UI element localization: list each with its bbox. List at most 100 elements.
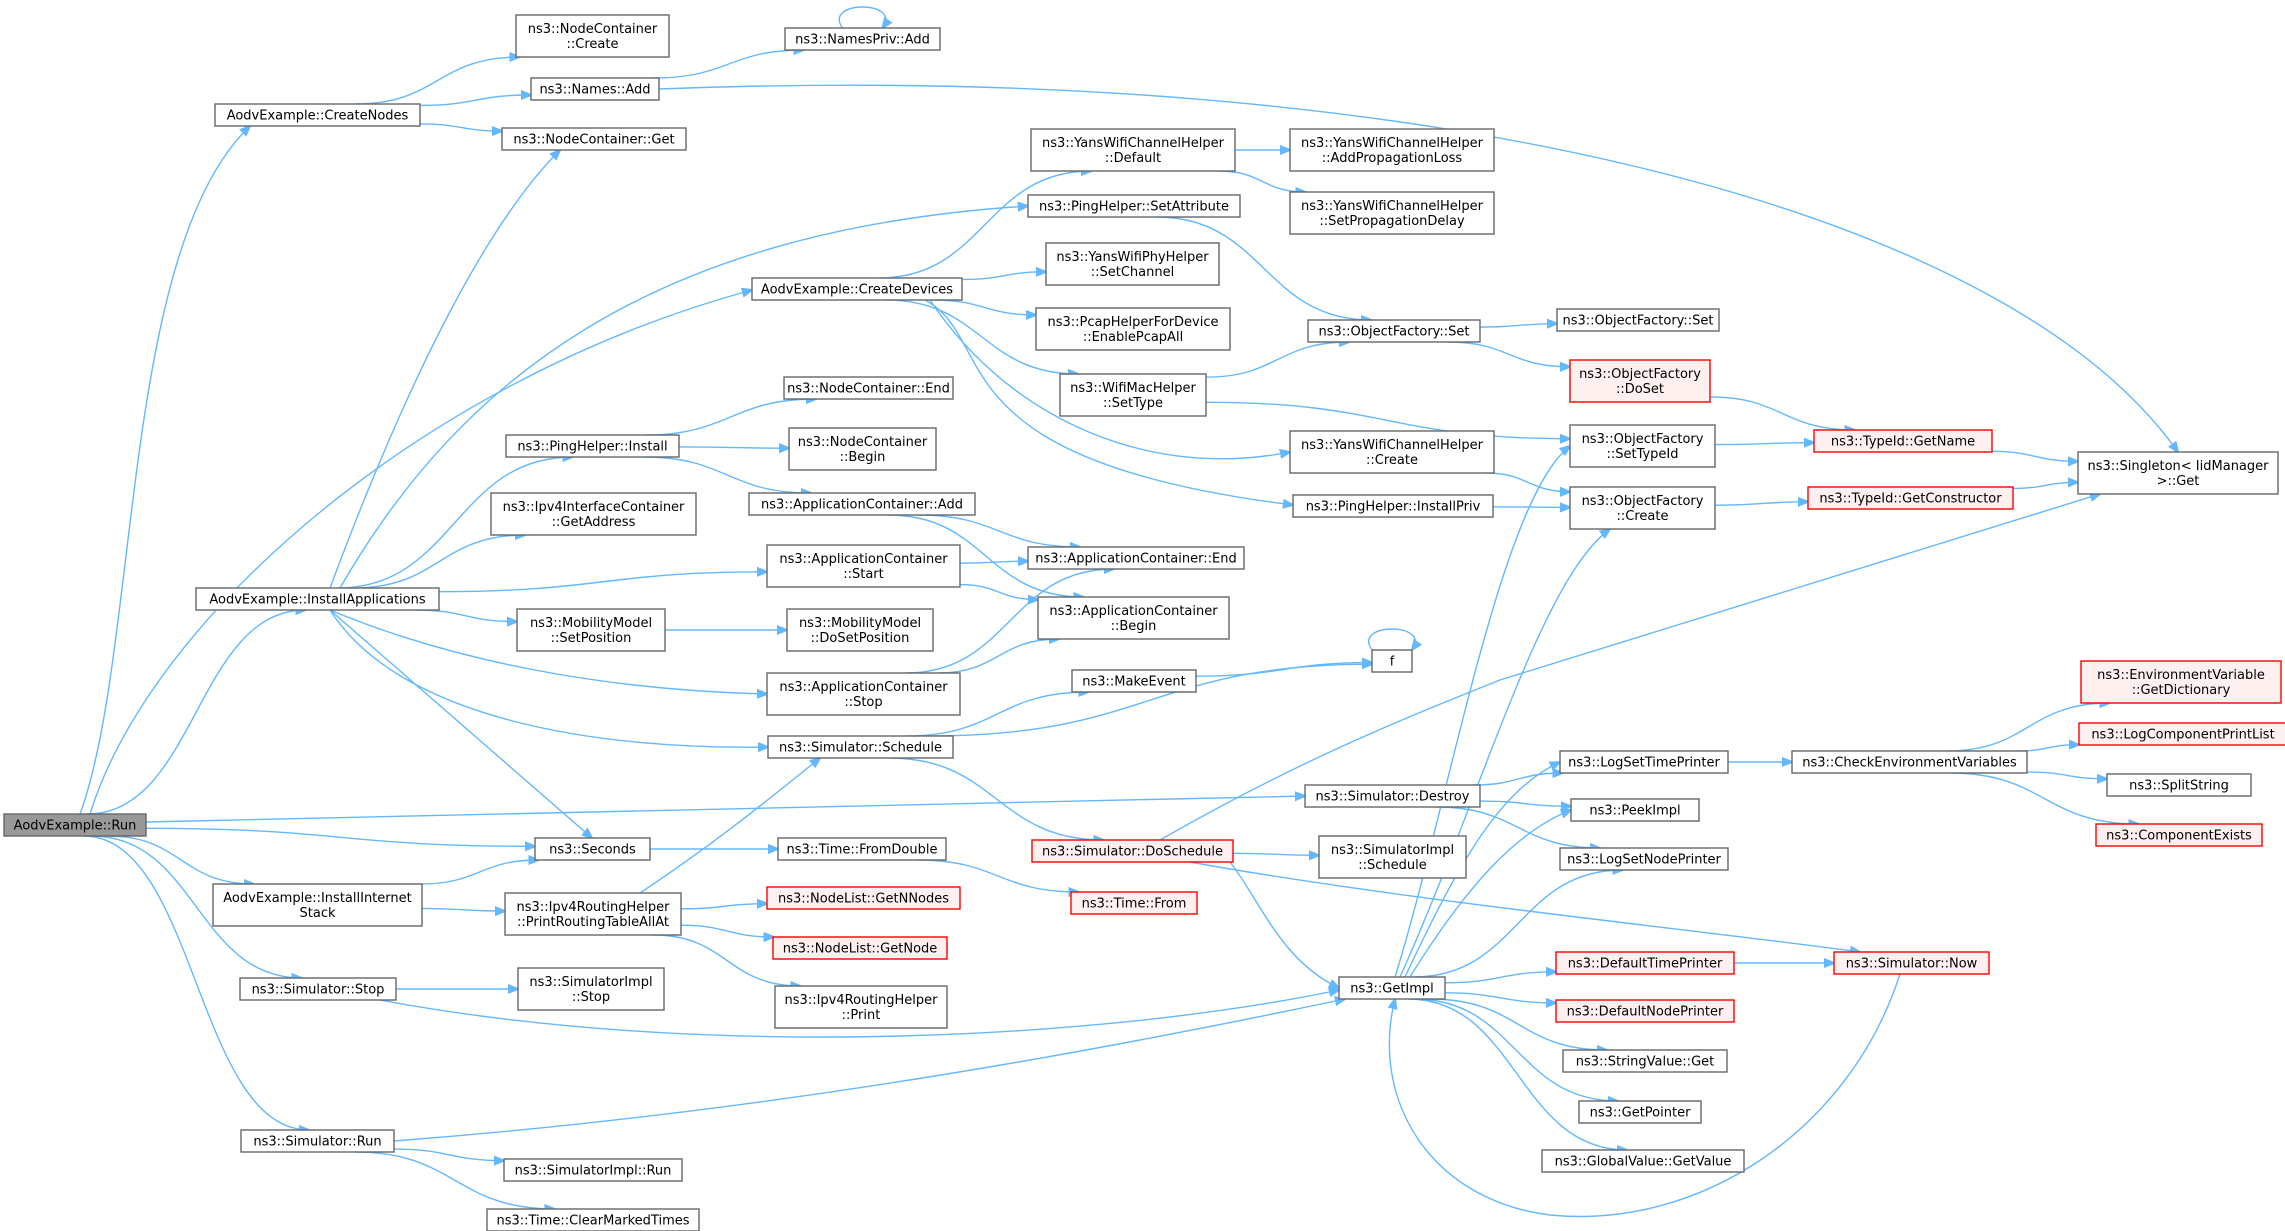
- edge-pingInstallPriv-to-ofCreate: [1492, 507, 1570, 508]
- node-label: ::SetType: [1103, 396, 1163, 411]
- edge-createDevices-to-ywphSetChan: [961, 272, 1046, 281]
- node-simNow[interactable]: ns3::Simulator::Now: [1833, 951, 1990, 975]
- node-ywchSetProp[interactable]: ns3::YansWifiChannelHelper::SetPropagati…: [1289, 191, 1495, 235]
- edge-appContStop-to-appContBegin: [938, 639, 1059, 674]
- node-appContStart[interactable]: ns3::ApplicationContainer::Start: [766, 544, 961, 588]
- node-run[interactable]: AodvExample::Run: [3, 813, 147, 837]
- node-appContEnd[interactable]: ns3::ApplicationContainer::End: [1027, 546, 1245, 570]
- node-logSetTimePrinter[interactable]: ns3::LogSetTimePrinter: [1559, 750, 1729, 774]
- node-simImplStop[interactable]: ns3::SimulatorImpl::Stop: [517, 967, 665, 1011]
- node-defNodePrinter[interactable]: ns3::DefaultNodePrinter: [1555, 999, 1735, 1023]
- node-label: ns3::Simulator::Now: [1846, 957, 1978, 972]
- node-pingInstallPriv[interactable]: ns3::PingHelper::InstallPriv: [1292, 494, 1494, 518]
- node-namesAdd[interactable]: ns3::Names::Add: [530, 77, 660, 101]
- node-mmSetPos[interactable]: ns3::MobilityModel::SetPosition: [516, 608, 666, 652]
- edge-installApps-to-pingInstall: [337, 457, 572, 589]
- node-label: ::Default: [1105, 151, 1161, 166]
- node-f[interactable]: f: [1371, 649, 1413, 673]
- edge-simDestroy-to-peekImpl: [1479, 800, 1571, 806]
- node-ipv4RhPrintAll[interactable]: ns3::Ipv4RoutingHelper::PrintRoutingTabl…: [504, 892, 682, 936]
- edge-getImpl-to-ofCreate: [1399, 529, 1610, 978]
- node-appContAdd[interactable]: ns3::ApplicationContainer::Add: [748, 492, 976, 516]
- node-box: [788, 427, 937, 471]
- edge-getImpl-to-defNodePrinter: [1444, 992, 1556, 1003]
- node-ywchAddProp[interactable]: ns3::YansWifiChannelHelper::AddPropagati…: [1289, 128, 1495, 172]
- node-envGetDict[interactable]: ns3::EnvironmentVariable::GetDictionary: [2080, 660, 2282, 704]
- node-ipv4IfcGetAddr[interactable]: ns3::Ipv4InterfaceContainer::GetAddress: [490, 492, 697, 536]
- node-globalValueGet[interactable]: ns3::GlobalValue::GetValue: [1541, 1149, 1745, 1173]
- node-simImplSchedule[interactable]: ns3::SimulatorImpl::Schedule: [1318, 835, 1467, 879]
- node-ncBegin[interactable]: ns3::NodeContainer::Begin: [788, 427, 937, 471]
- node-simImplRun[interactable]: ns3::SimulatorImpl::Run: [503, 1158, 683, 1182]
- edge-checkEnv-to-compExists: [1950, 772, 2138, 824]
- node-label: ns3::Simulator::Stop: [252, 983, 385, 998]
- node-label: ns3::ApplicationContainer: [1049, 604, 1218, 619]
- node-ipv4RhPrint[interactable]: ns3::Ipv4RoutingHelper::Print: [774, 985, 948, 1029]
- node-createNodes[interactable]: AodvExample::CreateNodes: [214, 103, 421, 127]
- node-ncGet[interactable]: ns3::NodeContainer::Get: [501, 127, 687, 151]
- node-label: f: [1390, 655, 1395, 670]
- node-logSetNodePrinter[interactable]: ns3::LogSetNodePrinter: [1559, 847, 1729, 871]
- node-simRun[interactable]: ns3::Simulator::Run: [240, 1129, 395, 1153]
- node-ofCreate[interactable]: ns3::ObjectFactory::Create: [1569, 486, 1716, 530]
- node-appContBegin[interactable]: ns3::ApplicationContainer::Begin: [1037, 596, 1230, 640]
- node-stringValueGet[interactable]: ns3::StringValue::Get: [1562, 1049, 1728, 1073]
- node-timeFrom[interactable]: ns3::Time::From: [1070, 891, 1198, 915]
- node-wifiMacSetType[interactable]: ns3::WifiMacHelper::SetType: [1059, 373, 1207, 417]
- node-checkEnv[interactable]: ns3::CheckEnvironmentVariables: [1791, 750, 2028, 774]
- node-ncCreate[interactable]: ns3::NodeContainer::Create: [515, 14, 670, 58]
- node-label: ns3::SimulatorImpl: [529, 975, 652, 990]
- node-installApps[interactable]: AodvExample::InstallApplications: [195, 587, 440, 611]
- node-getPointer[interactable]: ns3::GetPointer: [1578, 1100, 1702, 1124]
- node-nodeListGetNode[interactable]: ns3::NodeList::GetNode: [772, 936, 948, 960]
- node-seconds[interactable]: ns3::Seconds: [534, 837, 651, 861]
- node-box: [1071, 669, 1197, 693]
- edge-wifiMacSetType-to-ofSetTypeId: [1205, 401, 1570, 438]
- node-typeIdGetName[interactable]: ns3::TypeId::GetName: [1813, 429, 1993, 453]
- node-splitString[interactable]: ns3::SplitString: [2106, 773, 2252, 797]
- node-simDestroy[interactable]: ns3::Simulator::Destroy: [1304, 784, 1481, 808]
- node-createDevices[interactable]: AodvExample::CreateDevices: [751, 277, 963, 301]
- node-getImpl[interactable]: ns3::GetImpl: [1338, 976, 1446, 1000]
- node-simStop[interactable]: ns3::Simulator::Stop: [239, 977, 397, 1001]
- edge-getImpl-to-stringValueGet: [1430, 998, 1607, 1050]
- node-label: ns3::SplitString: [2129, 779, 2229, 794]
- edge-typeIdGetName-to-singletonGet: [1991, 450, 2078, 461]
- node-box: [766, 672, 961, 716]
- node-typeIdGetCtor[interactable]: ns3::TypeId::GetConstructor: [1807, 486, 2014, 510]
- node-box: [1569, 424, 1716, 468]
- node-ncEnd[interactable]: ns3::NodeContainer::End: [783, 376, 954, 400]
- node-simSchedule[interactable]: ns3::Simulator::Schedule: [767, 735, 954, 759]
- node-ofSet2[interactable]: ns3::ObjectFactory::Set: [1556, 308, 1720, 332]
- node-timeFromDouble[interactable]: ns3::Time::FromDouble: [777, 837, 947, 861]
- node-singletonGet[interactable]: ns3::Singleton< IidManager>::Get: [2077, 451, 2279, 495]
- node-label: ns3::GetImpl: [1350, 982, 1434, 997]
- node-label: ns3::SimulatorImpl::Run: [515, 1164, 672, 1179]
- node-label: ::GetDictionary: [2132, 683, 2231, 698]
- node-ywchDefault[interactable]: ns3::YansWifiChannelHelper::Default: [1030, 128, 1236, 172]
- edge-simDoSchedule-to-simNow: [1189, 861, 1860, 952]
- node-compExists[interactable]: ns3::ComponentExists: [2095, 823, 2263, 847]
- node-ofSetTypeId[interactable]: ns3::ObjectFactory::SetTypeId: [1569, 424, 1716, 468]
- node-ywchCreate[interactable]: ns3::YansWifiChannelHelper::Create: [1289, 430, 1495, 474]
- node-box: [1304, 784, 1481, 808]
- node-appContStop[interactable]: ns3::ApplicationContainer::Stop: [766, 672, 961, 716]
- node-mmDoSetPos[interactable]: ns3::MobilityModel::DoSetPosition: [786, 608, 934, 652]
- node-timeClearMarked[interactable]: ns3::Time::ClearMarkedTimes: [486, 1208, 700, 1231]
- node-namesPriv[interactable]: ns3::NamesPriv::Add: [784, 27, 941, 51]
- node-nodeListGetN[interactable]: ns3::NodeList::GetNNodes: [766, 886, 961, 910]
- node-pingSetAttr[interactable]: ns3::PingHelper::SetAttribute: [1027, 194, 1241, 218]
- node-pingInstall[interactable]: ns3::PingHelper::Install: [505, 434, 680, 458]
- node-logCompPrintList[interactable]: ns3::LogComponentPrintList: [2078, 722, 2285, 746]
- node-simDoSchedule[interactable]: ns3::Simulator::DoSchedule: [1031, 839, 1234, 863]
- node-pcapEnable[interactable]: ns3::PcapHelperForDevice::EnablePcapAll: [1035, 307, 1231, 351]
- node-defTimePrinter[interactable]: ns3::DefaultTimePrinter: [1555, 951, 1735, 975]
- node-ofSet[interactable]: ns3::ObjectFactory::Set: [1307, 319, 1481, 343]
- node-ywphSetChan[interactable]: ns3::YansWifiPhyHelper::SetChannel: [1045, 242, 1220, 286]
- node-makeEvent[interactable]: ns3::MakeEvent: [1071, 669, 1197, 693]
- node-label: ns3::PcapHelperForDevice: [1048, 315, 1219, 330]
- node-peekImpl[interactable]: ns3::PeekImpl: [1570, 798, 1700, 822]
- node-box: [774, 985, 948, 1029]
- node-ofDoSet[interactable]: ns3::ObjectFactory::DoSet: [1569, 359, 1711, 403]
